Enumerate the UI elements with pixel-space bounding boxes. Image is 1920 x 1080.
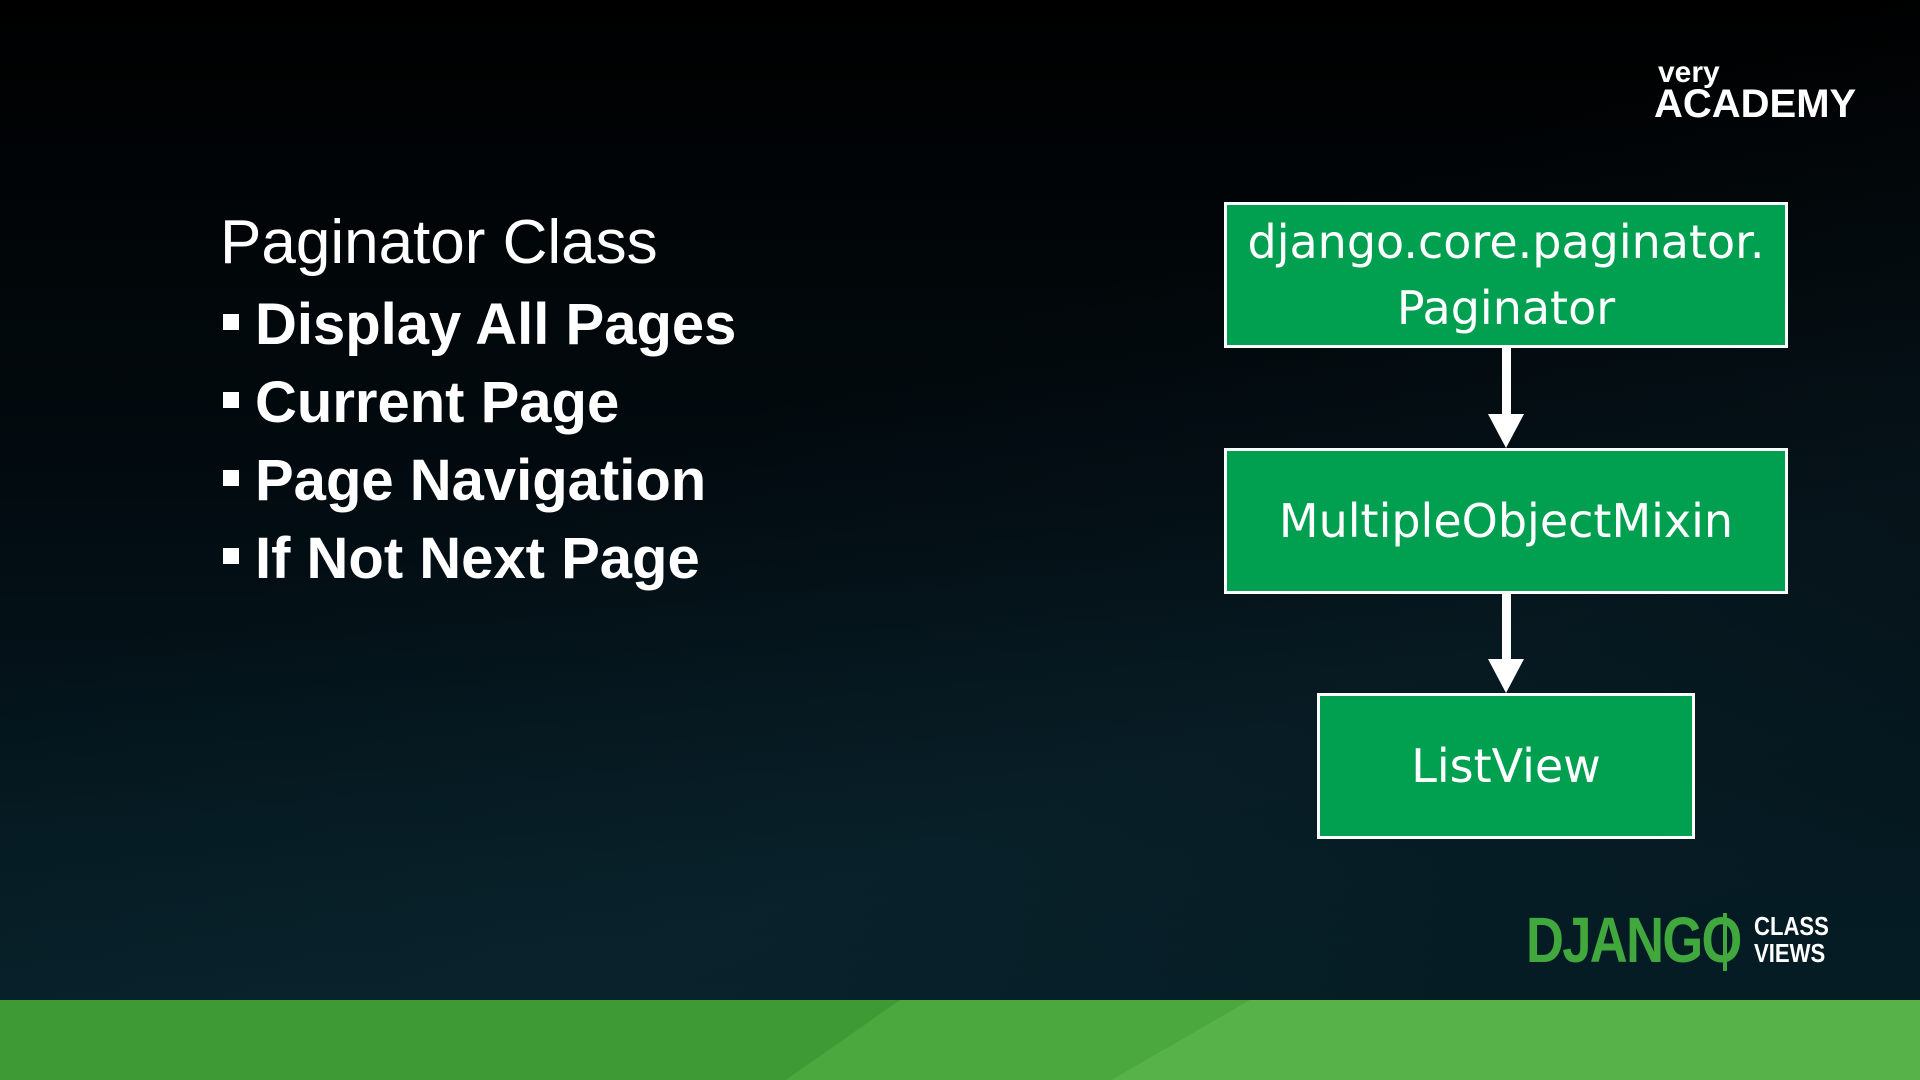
square-bullet-icon xyxy=(223,548,239,564)
brand-divider xyxy=(1723,913,1727,971)
bullet-text: If Not Next Page xyxy=(255,526,700,591)
brand-subtitle-line: CLASS xyxy=(1754,911,1829,941)
brand-subtitle: CLASS VIEWS xyxy=(1754,913,1829,967)
logo-big-text: ACADEMY xyxy=(1654,82,1857,126)
django-class-views-brand: DJANGO CLASS VIEWS xyxy=(1526,904,1829,976)
node-text-line: Paginator xyxy=(1396,281,1616,335)
arrow-down-icon xyxy=(1488,348,1524,448)
django-wordmark: DJANGO xyxy=(1526,904,1742,976)
slide-heading: Paginator Class xyxy=(220,208,658,277)
square-bullet-icon xyxy=(223,392,239,408)
arrow-head xyxy=(1488,414,1524,448)
arrow-down-icon xyxy=(1488,594,1524,693)
square-bullet-icon xyxy=(223,314,239,330)
node-list-view: ListView xyxy=(1317,693,1695,839)
node-text-line: ListView xyxy=(1411,739,1601,793)
bullet-text: Display All Pages xyxy=(255,292,737,357)
node-text-line: MultipleObjectMixin xyxy=(1278,494,1734,548)
arrow-shaft xyxy=(1502,594,1511,660)
node-text-line: django.core.paginator. xyxy=(1247,215,1765,269)
bullet-text: Page Navigation xyxy=(255,448,707,513)
bullet-text: Current Page xyxy=(255,370,620,435)
bottom-green-band xyxy=(0,1000,1920,1080)
band-stripe xyxy=(1111,1000,1920,1080)
brand-subtitle-line: VIEWS xyxy=(1754,938,1826,968)
arrow-head xyxy=(1488,659,1524,693)
node-multiple-object-mixin: MultipleObjectMixin xyxy=(1224,448,1788,594)
arrow-shaft xyxy=(1502,348,1511,416)
node-django-paginator: django.core.paginator. Paginator xyxy=(1224,202,1788,348)
logo-small-text: very xyxy=(1658,56,1720,89)
square-bullet-icon xyxy=(223,470,239,486)
